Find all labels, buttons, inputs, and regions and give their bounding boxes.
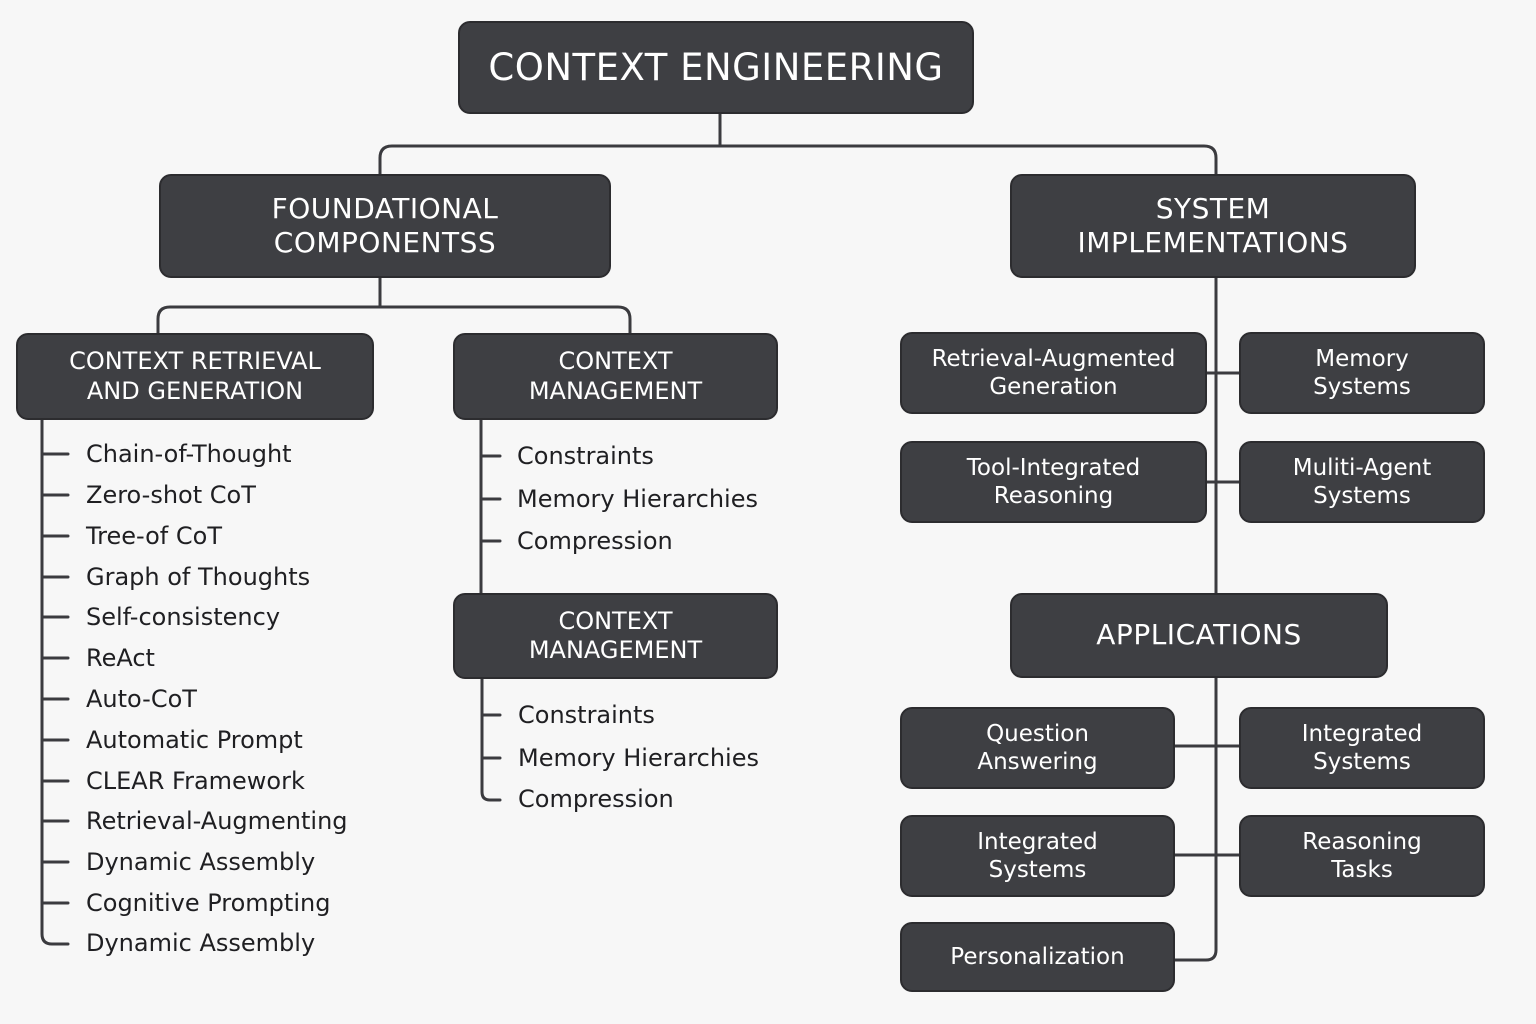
personalization-label: Personalization xyxy=(950,943,1125,970)
foundational-components-node: FOUNDATIONAL COMPONENTSS xyxy=(159,174,611,278)
retrieval-title: CONTEXT RETRIEVAL AND GENERATION xyxy=(69,347,321,405)
rag-label: Retrieval-Augmented Generation xyxy=(931,345,1176,400)
list-item: Tree-of CoT xyxy=(86,522,222,550)
list-item: Self-consistency xyxy=(86,603,281,631)
list-item: Zero-shot CoT xyxy=(86,481,256,509)
reasoning-tasks-node: Reasoning Tasks xyxy=(1239,815,1485,897)
list-item: Automatic Prompt xyxy=(86,726,303,754)
management-2-title: CONTEXT MANAGEMENT xyxy=(528,606,703,664)
reasoning-tasks-label: Reasoning Tasks xyxy=(1302,828,1422,883)
context-retrieval-node: CONTEXT RETRIEVAL AND GENERATION xyxy=(16,333,374,420)
memory-systems-label: Memory Systems xyxy=(1313,345,1411,400)
root-title: CONTEXT ENGINEERING xyxy=(488,45,944,89)
list-item: Chain-of-Thought xyxy=(86,440,292,468)
list-item: Memory Hierarchies xyxy=(518,744,759,772)
context-management-node-2: CONTEXT MANAGEMENT xyxy=(453,593,778,679)
management-1-title: CONTEXT MANAGEMENT xyxy=(528,347,703,405)
list-item: Compression xyxy=(517,527,673,555)
question-answering-label: Question Answering xyxy=(977,720,1098,775)
integrated-systems-node-2: Integrated Systems xyxy=(900,815,1175,897)
multi-agent-label: Muliti-Agent Systems xyxy=(1292,454,1432,509)
list-item: Graph of Thoughts xyxy=(86,563,311,591)
list-item: ReAct xyxy=(86,644,155,672)
system-implementations-node: SYSTEM IMPLEMENTATIONS xyxy=(1010,174,1416,278)
integrated-systems-label-2: Integrated Systems xyxy=(977,828,1098,883)
foundational-title: FOUNDATIONAL COMPONENTSS xyxy=(271,191,499,259)
list-item: Compression xyxy=(518,785,674,813)
integrated-systems-label-1: Integrated Systems xyxy=(1301,720,1423,775)
list-item: Constraints xyxy=(518,701,655,729)
context-management-node-1: CONTEXT MANAGEMENT xyxy=(453,333,778,420)
list-item: Dynamic Assembly xyxy=(86,848,316,876)
list-item: Constraints xyxy=(517,442,654,470)
applications-node: APPLICATIONS xyxy=(1010,593,1388,678)
integrated-systems-node-1: Integrated Systems xyxy=(1239,707,1485,789)
applications-title: APPLICATIONS xyxy=(1096,618,1302,652)
list-item: Memory Hierarchies xyxy=(517,485,758,513)
list-item: Dynamic Assembly xyxy=(86,929,316,957)
root-node: CONTEXT ENGINEERING xyxy=(458,21,974,114)
memory-systems-node: Memory Systems xyxy=(1239,332,1485,414)
list-item: CLEAR Framework xyxy=(86,767,305,795)
tool-integrated-node: Tool-Integrated Reasoning xyxy=(900,441,1207,523)
list-item: Retrieval-Augmenting xyxy=(86,807,348,835)
list-item: Auto-CoT xyxy=(86,685,197,713)
question-answering-node: Question Answering xyxy=(900,707,1175,789)
tool-integrated-label: Tool-Integrated Reasoning xyxy=(966,454,1141,509)
multi-agent-node: Muliti-Agent Systems xyxy=(1239,441,1485,523)
system-title: SYSTEM IMPLEMENTATIONS xyxy=(1077,191,1349,259)
personalization-node: Personalization xyxy=(900,922,1175,992)
rag-node: Retrieval-Augmented Generation xyxy=(900,332,1207,414)
list-item: Cognitive Prompting xyxy=(86,889,331,917)
